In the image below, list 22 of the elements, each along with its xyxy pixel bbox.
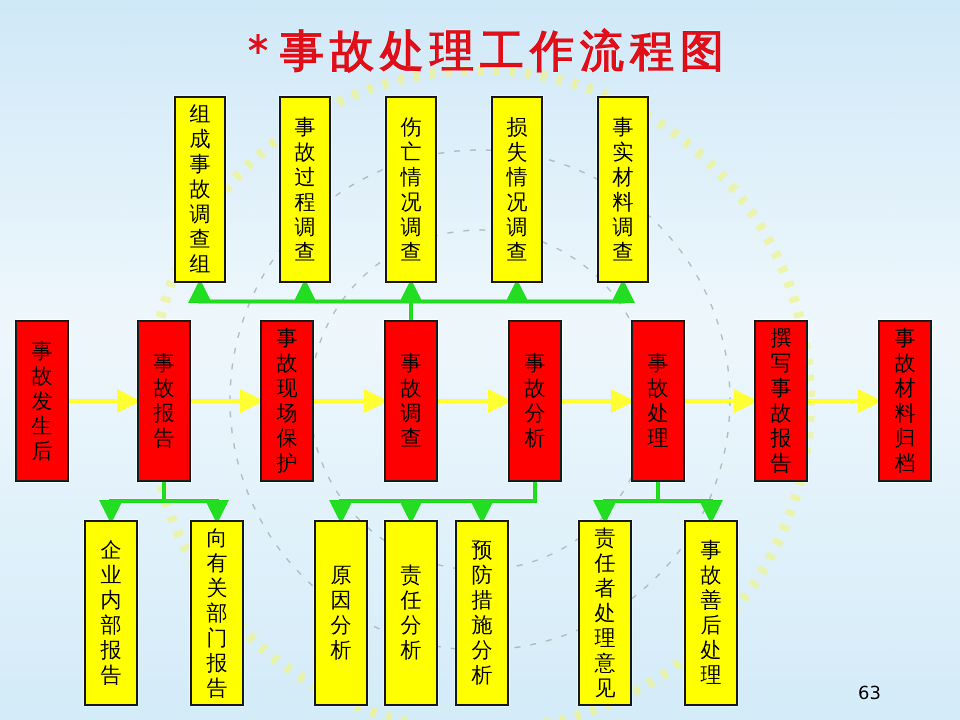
- step-box: 事故分析: [508, 320, 562, 482]
- task-box: 事故过程调查: [279, 96, 331, 283]
- step-box: 撰写事故报告: [754, 320, 808, 482]
- step-box: 事故现场保护: [260, 320, 314, 482]
- task-box: 责任者处理意见: [578, 520, 632, 706]
- title: 事故处理工作流程图: [280, 25, 730, 79]
- task-box: 预防措施分析: [455, 520, 509, 706]
- step-box: 事故材料归档: [878, 320, 932, 482]
- task-box: 企业内部报告: [84, 520, 138, 706]
- task-box: 损失情况调查: [491, 96, 543, 283]
- task-box: 事实材料调查: [597, 96, 649, 283]
- task-box: 组成事故调查组: [174, 96, 226, 283]
- step-box: 事故处理: [631, 320, 685, 482]
- step-box: 事故报告: [137, 320, 191, 482]
- task-box: 伤亡情况调查: [385, 96, 437, 283]
- task-box: 向有关部门报告: [190, 520, 244, 706]
- task-box: 原因分析: [314, 520, 368, 706]
- page-number: 63: [858, 683, 881, 704]
- task-box: 责任分析: [384, 520, 438, 706]
- step-box: 事故发生后: [15, 320, 69, 482]
- task-box: 事故善后处理: [684, 520, 738, 706]
- step-box: 事故调查: [384, 320, 438, 482]
